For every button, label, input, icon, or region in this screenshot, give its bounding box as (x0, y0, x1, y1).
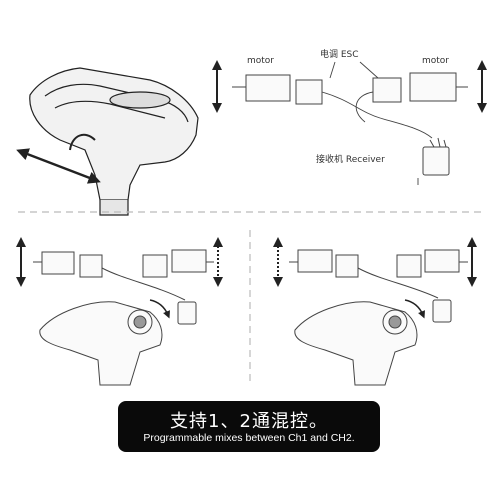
label-receiver: 接收机 Receiver (316, 155, 385, 165)
motor-left-top (212, 60, 323, 113)
mix-setup-right (273, 237, 477, 386)
label-motor-left: motor (247, 56, 275, 66)
caption-chinese: 支持1、2通混控。 (170, 411, 328, 432)
transmitter-top (29, 67, 199, 216)
motor-right-top (372, 60, 487, 113)
receiver-top (422, 137, 450, 176)
wires-top (321, 61, 433, 185)
caption-english: Programmable mixes between Ch1 and CH2. (143, 432, 355, 444)
label-esc: 电调 ESC (320, 50, 359, 60)
mix-setup-left (16, 237, 223, 386)
steering-arrow-top (16, 148, 101, 184)
label-motor-right: motor (422, 56, 450, 66)
caption-box: 支持1、2通混控。 Programmable mixes between Ch1… (118, 401, 380, 452)
